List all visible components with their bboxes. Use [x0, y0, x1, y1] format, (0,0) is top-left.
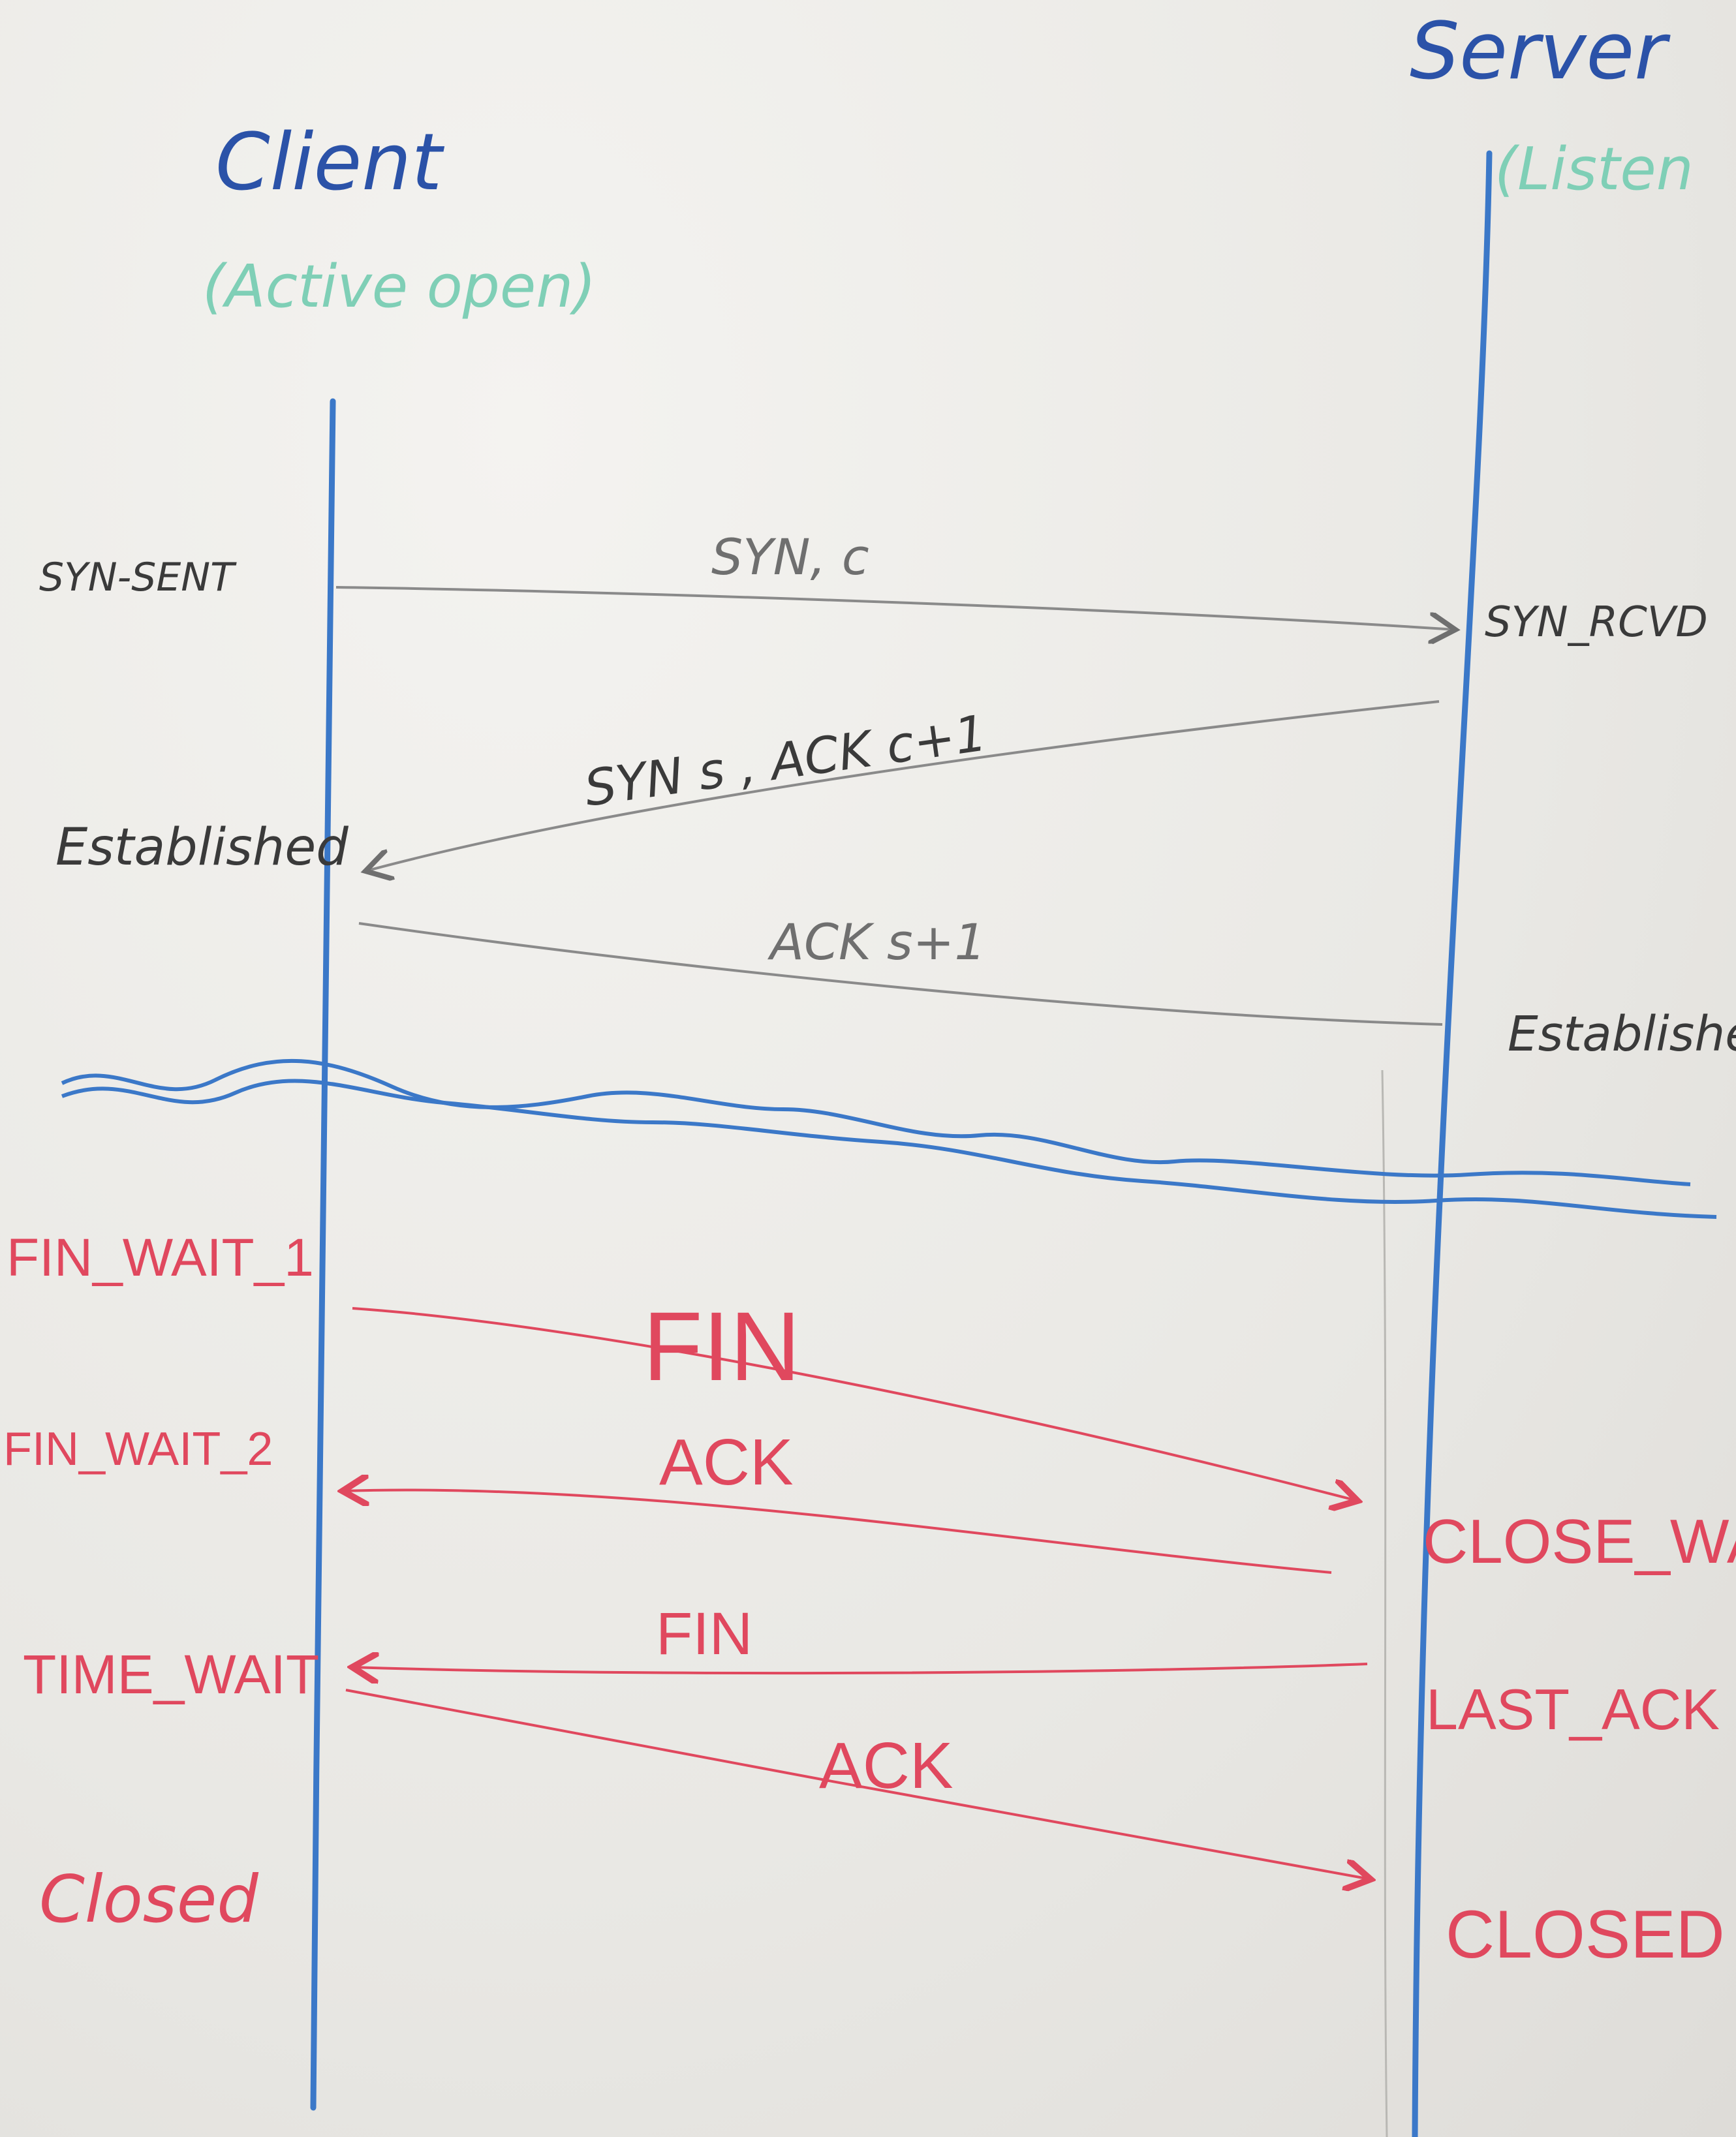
msg-fin2-arrow — [352, 1664, 1368, 1673]
server-state-closed: CLOSED — [1446, 1897, 1725, 1973]
msg-fin1-arrow — [352, 1307, 1357, 1501]
msg-ack3-arrow — [345, 1689, 1371, 1879]
client-lifeline — [310, 398, 336, 2111]
server-state-syn-rcvd: SYN_RCVD — [1485, 598, 1708, 647]
msg-syn-arrow — [335, 586, 1455, 630]
server-state-last-ack: LAST_ACK — [1426, 1677, 1720, 1742]
time-break-line-lower — [61, 1079, 1717, 1219]
client-state-fin-wait-1: FIN_WAIT_1 — [7, 1228, 314, 1287]
client-title: Client — [215, 117, 444, 208]
server-title: Server — [1410, 7, 1671, 97]
server-subtitle: (Listen — [1495, 135, 1694, 204]
server-state-established: Established — [1508, 1006, 1736, 1062]
msg-ack-label: ACK s+1 — [767, 913, 986, 971]
client-state-closed: Closed — [39, 1861, 258, 1937]
faint-guide-line — [1381, 1069, 1388, 2137]
client-state-fin-wait-2: FIN_WAIT_2 — [3, 1423, 273, 1475]
time-break-line-upper — [61, 1058, 1691, 1186]
client-subtitle: (Active open) — [202, 253, 596, 321]
msg-synack-arrow — [365, 700, 1440, 871]
msg-ack-arrow — [358, 922, 1443, 1026]
msg-fin2-label: FIN — [656, 1601, 752, 1667]
client-state-syn-sent: SYN-SENT — [39, 555, 237, 600]
server-state-close-wait: CLOSE_WAIT — [1423, 1507, 1736, 1576]
msg-ack3-label: ACK — [819, 1729, 953, 1802]
server-lifeline — [1412, 150, 1493, 2137]
msg-ack2-arrow — [343, 1490, 1332, 1574]
client-state-time-wait: TIME_WAIT — [23, 1644, 319, 1705]
msg-syn-label: SYN, c — [711, 528, 869, 586]
msg-fin1-label: FIN — [643, 1291, 801, 1401]
msg-synack-label: SYN s , ACK c+1 — [581, 703, 990, 818]
client-state-established: Established — [55, 818, 349, 877]
msg-ack2-label: ACK — [659, 1426, 794, 1499]
